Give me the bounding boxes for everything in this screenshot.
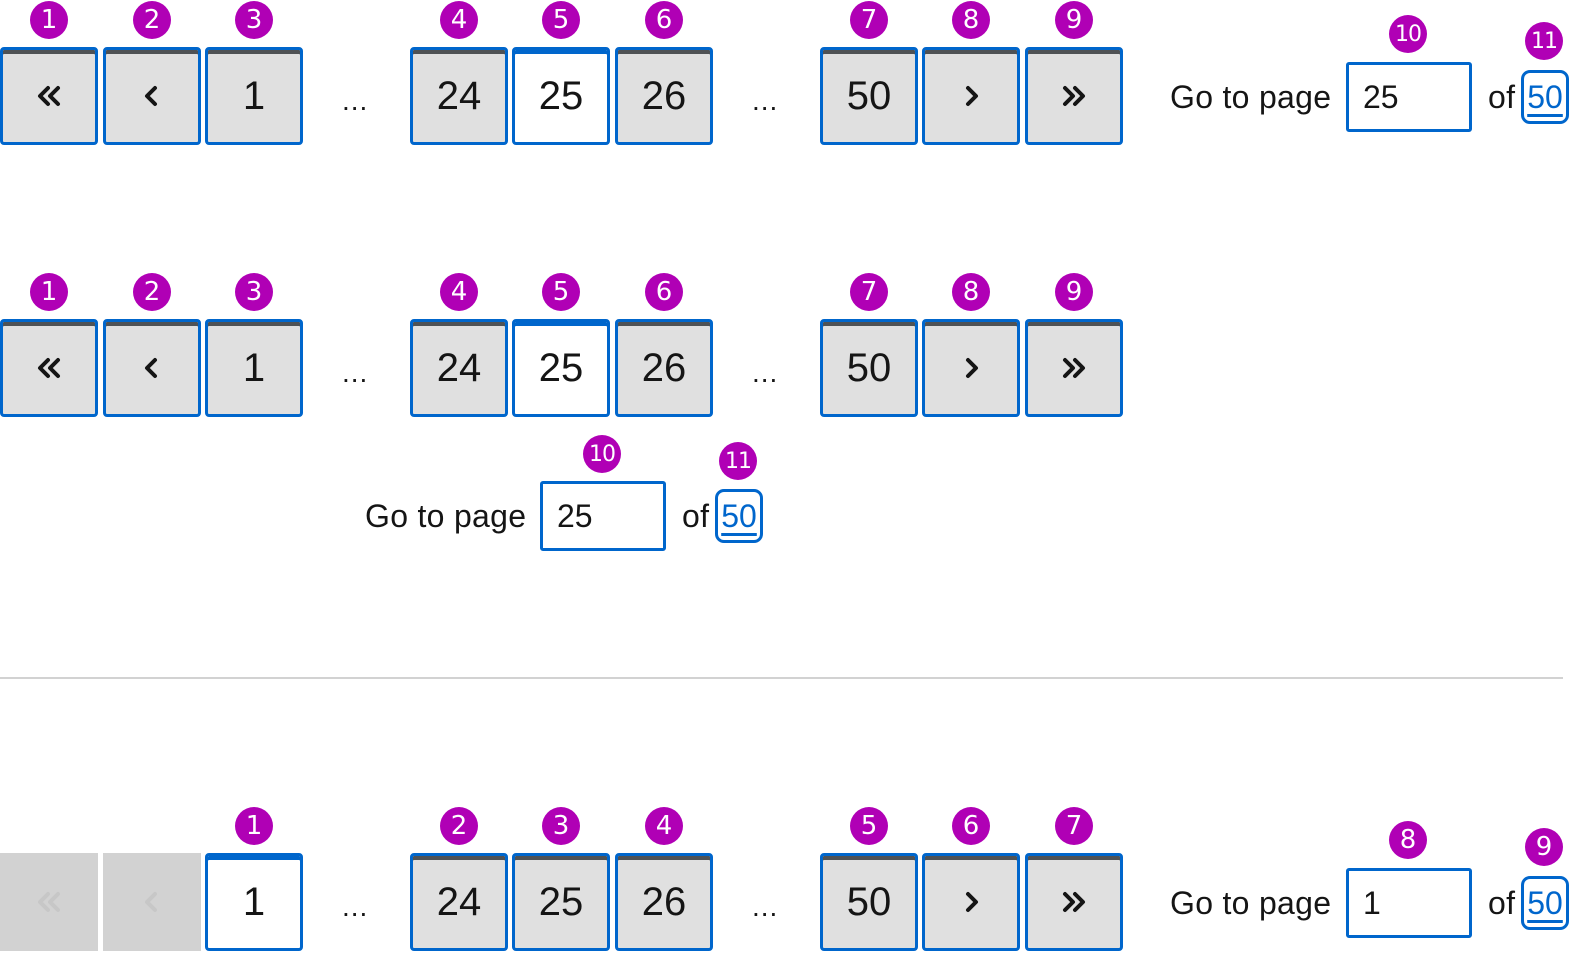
total-pages-link[interactable]: 50 bbox=[1521, 876, 1569, 930]
first-page-button-disabled bbox=[0, 853, 98, 951]
go-to-page-input[interactable] bbox=[1346, 868, 1472, 938]
ellipsis: ... bbox=[752, 85, 779, 116]
go-to-page-label: Go to page bbox=[1170, 885, 1332, 921]
annotation-badge: 7 bbox=[850, 273, 888, 311]
double-chevron-left-icon bbox=[38, 358, 60, 378]
double-chevron-right-icon bbox=[1063, 892, 1085, 912]
page-button-1[interactable]: 1 bbox=[205, 47, 303, 145]
go-to-page-label: Go to page bbox=[1170, 79, 1332, 115]
annotation-badge: 1 bbox=[235, 807, 273, 845]
annotation-badge: 4 bbox=[645, 807, 683, 845]
previous-page-button[interactable] bbox=[103, 319, 201, 417]
of-label: of bbox=[1488, 79, 1516, 115]
pagination-row-1: 1 ... 24 25 26 ... 50 Go to page of 50 bbox=[0, 47, 1592, 167]
page-button-24[interactable]: 24 bbox=[410, 853, 508, 951]
annotation-badge: 10 bbox=[1389, 15, 1427, 53]
page-button-26[interactable]: 26 bbox=[615, 319, 713, 417]
ellipsis: ... bbox=[342, 891, 369, 922]
page-button-1[interactable]: 1 bbox=[205, 319, 303, 417]
annotation-badge: 2 bbox=[440, 807, 478, 845]
annotation-badge: 11 bbox=[1525, 22, 1563, 60]
annotation-badge: 6 bbox=[645, 273, 683, 311]
annotation-badge: 3 bbox=[235, 273, 273, 311]
current-page-button-1[interactable]: 1 bbox=[205, 853, 303, 951]
ellipsis: ... bbox=[342, 85, 369, 116]
first-page-button[interactable] bbox=[0, 319, 98, 417]
double-chevron-right-icon bbox=[1063, 358, 1085, 378]
current-page-button-25[interactable]: 25 bbox=[512, 319, 610, 417]
page-button-50[interactable]: 50 bbox=[820, 47, 918, 145]
annotation-badge: 5 bbox=[542, 273, 580, 311]
next-page-button[interactable] bbox=[922, 319, 1020, 417]
page-button-24[interactable]: 24 bbox=[410, 319, 508, 417]
annotation-badge: 2 bbox=[133, 1, 171, 39]
next-page-button[interactable] bbox=[922, 47, 1020, 145]
previous-page-button-disabled bbox=[103, 853, 201, 951]
annotation-badge: 1 bbox=[30, 273, 68, 311]
page-button-26[interactable]: 26 bbox=[615, 47, 713, 145]
pagination-row-2: 1 ... 24 25 26 ... 50 bbox=[0, 319, 1592, 439]
chevron-right-icon bbox=[966, 358, 978, 378]
annotation-badge: 5 bbox=[542, 1, 580, 39]
annotation-badge: 8 bbox=[952, 1, 990, 39]
annotation-badge: 1 bbox=[30, 1, 68, 39]
go-to-page-input[interactable] bbox=[1346, 62, 1472, 132]
chevron-left-icon bbox=[145, 892, 157, 912]
section-divider bbox=[0, 677, 1563, 679]
annotation-badge: 4 bbox=[440, 1, 478, 39]
annotation-badge: 7 bbox=[850, 1, 888, 39]
current-page-button-25[interactable]: 25 bbox=[512, 47, 610, 145]
chevron-left-icon bbox=[145, 358, 157, 378]
next-page-button[interactable] bbox=[922, 853, 1020, 951]
chevron-left-icon bbox=[145, 86, 157, 106]
annotation-badge: 9 bbox=[1055, 1, 1093, 39]
annotation-badge: 11 bbox=[719, 442, 757, 480]
of-label: of bbox=[1488, 885, 1516, 921]
annotation-badge: 9 bbox=[1525, 828, 1563, 866]
page-button-25[interactable]: 25 bbox=[512, 853, 610, 951]
total-pages-link[interactable]: 50 bbox=[715, 489, 763, 543]
annotation-badge: 2 bbox=[133, 273, 171, 311]
annotation-badge: 6 bbox=[952, 807, 990, 845]
annotation-badge: 4 bbox=[440, 273, 478, 311]
go-to-page-input[interactable] bbox=[540, 481, 666, 551]
annotation-badge: 7 bbox=[1055, 807, 1093, 845]
first-page-button[interactable] bbox=[0, 47, 98, 145]
last-page-button[interactable] bbox=[1025, 319, 1123, 417]
chevron-right-icon bbox=[966, 892, 978, 912]
page-button-50[interactable]: 50 bbox=[820, 319, 918, 417]
double-chevron-left-icon bbox=[38, 892, 60, 912]
annotation-badge: 9 bbox=[1055, 273, 1093, 311]
total-pages-link[interactable]: 50 bbox=[1521, 70, 1569, 124]
ellipsis: ... bbox=[342, 357, 369, 388]
ellipsis: ... bbox=[752, 357, 779, 388]
annotation-badge: 5 bbox=[850, 807, 888, 845]
double-chevron-left-icon bbox=[38, 86, 60, 106]
page-button-50[interactable]: 50 bbox=[820, 853, 918, 951]
page-button-24[interactable]: 24 bbox=[410, 47, 508, 145]
chevron-right-icon bbox=[966, 86, 978, 106]
last-page-button[interactable] bbox=[1025, 47, 1123, 145]
annotation-badge: 3 bbox=[542, 807, 580, 845]
pagination-row-3: 1 ... 24 25 26 ... 50 Go to page of 50 bbox=[0, 853, 1592, 973]
annotation-badge: 8 bbox=[1389, 821, 1427, 859]
previous-page-button[interactable] bbox=[103, 47, 201, 145]
page-button-26[interactable]: 26 bbox=[615, 853, 713, 951]
of-label: of bbox=[682, 498, 710, 534]
annotation-badge: 8 bbox=[952, 273, 990, 311]
last-page-button[interactable] bbox=[1025, 853, 1123, 951]
annotation-badge: 3 bbox=[235, 1, 273, 39]
annotation-badge: 10 bbox=[583, 435, 621, 473]
ellipsis: ... bbox=[752, 891, 779, 922]
double-chevron-right-icon bbox=[1063, 86, 1085, 106]
annotation-badge: 6 bbox=[645, 1, 683, 39]
go-to-page-label: Go to page bbox=[365, 498, 527, 534]
